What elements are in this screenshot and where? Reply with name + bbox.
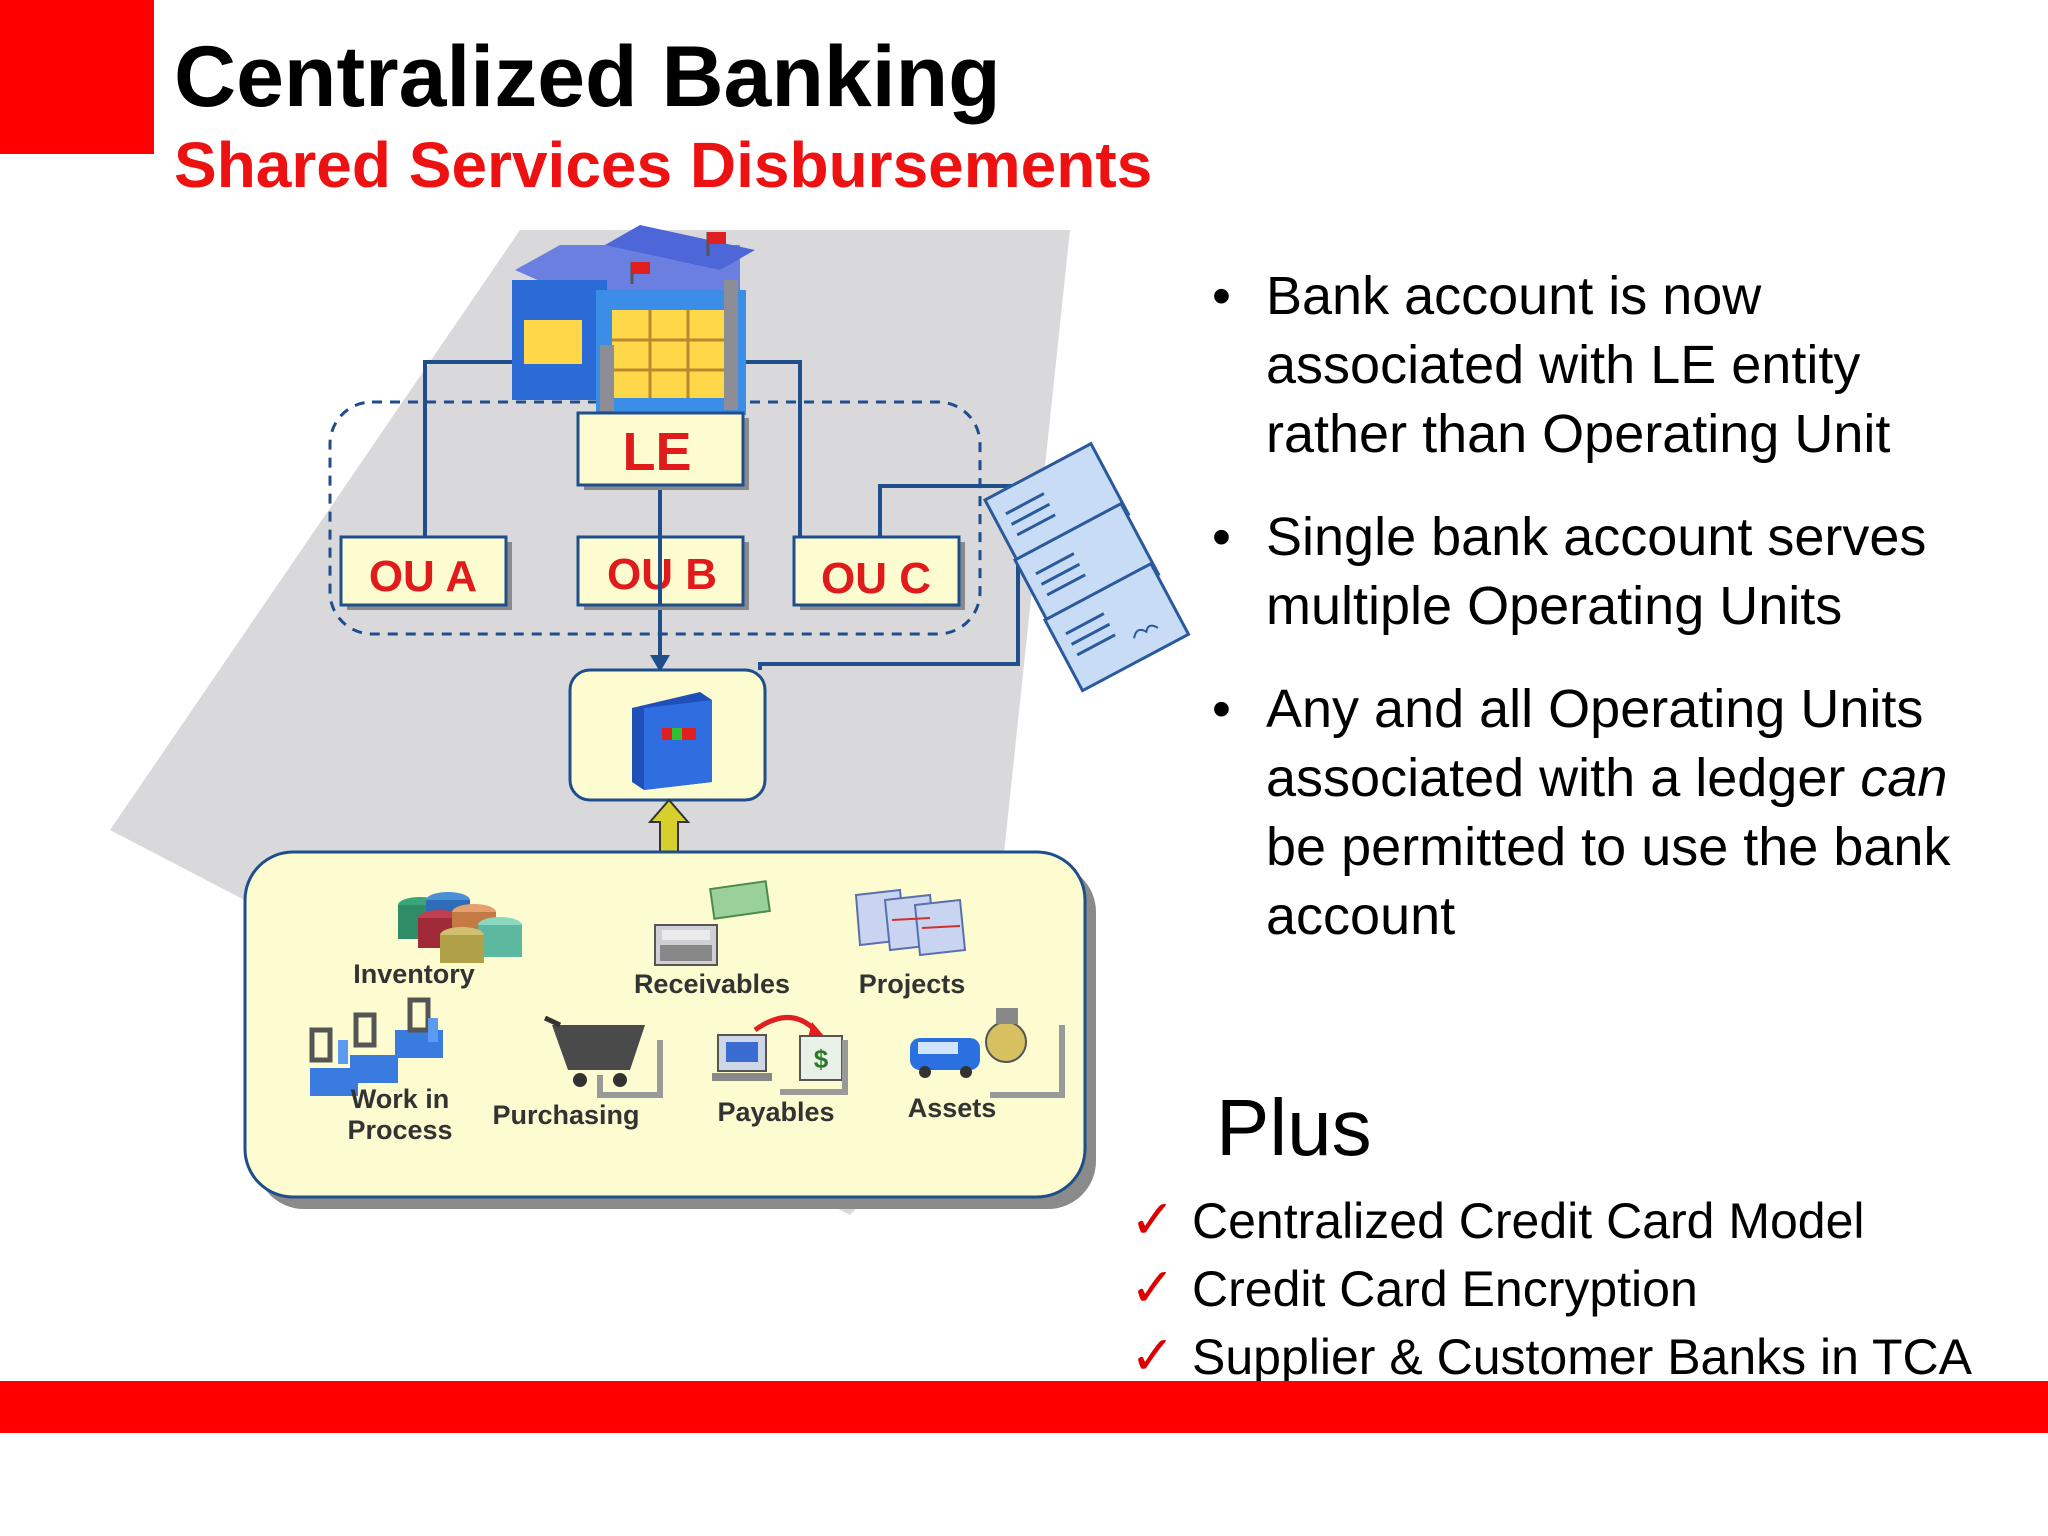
checkmark-icon: ✓ — [1130, 1256, 1176, 1319]
slide-title: Centralized Banking — [174, 29, 1001, 125]
purchasing-cart-icon — [543, 1015, 663, 1098]
work-in-process-label-line2: Process — [347, 1115, 452, 1145]
plus-heading: Plus — [1216, 1083, 1372, 1172]
inventory-icon — [398, 892, 522, 963]
centralized-banking-diagram: LE OU A OU B OU C — [110, 225, 1191, 1215]
ledger-box — [568, 668, 767, 802]
checks-icon — [982, 441, 1191, 693]
checklist-item-text: Centralized Credit Card Model — [1192, 1193, 1865, 1249]
checklist-item: ✓ Credit Card Encryption — [1130, 1256, 1698, 1319]
le-box: LE — [576, 411, 749, 490]
checklist-item-text: Supplier & Customer Banks in TCA — [1192, 1329, 1972, 1385]
projects-icon — [854, 888, 967, 957]
ou-c-box: OU C — [792, 535, 965, 610]
inventory-label: Inventory — [353, 959, 475, 989]
bullet-text: be permitted to use the bank account — [1266, 817, 1951, 946]
bullet-dot-icon: • — [1212, 507, 1231, 567]
le-label: LE — [622, 422, 691, 482]
bullet-item: • Single bank account serves multiple Ope… — [1212, 503, 2012, 641]
dollar-sign-icon: $ — [814, 1044, 829, 1074]
checkmark-icon: ✓ — [1130, 1188, 1176, 1251]
ou-b-box: OU B — [576, 535, 749, 610]
bullet-item: • Any and all Operating Units associated … — [1212, 675, 2012, 951]
assets-icon — [910, 1008, 1065, 1098]
bullet-text: can — [1860, 748, 1948, 808]
bullet-text: Bank account is now associated with LE e… — [1266, 266, 1891, 464]
red-corner-block — [0, 0, 154, 154]
bullet-dot-icon: • — [1212, 266, 1231, 326]
connector-building-ou-c — [742, 360, 802, 540]
checkmark-icon: ✓ — [1130, 1324, 1176, 1387]
payables-icon: $ — [712, 1015, 848, 1095]
receivables-label: Receivables — [634, 969, 790, 999]
bullet-item: • Bank account is now associated with LE … — [1212, 262, 2012, 469]
checklist-item: ✓ Supplier & Customer Banks in TCA — [1130, 1324, 1972, 1387]
modules-panel: Inventory Receivables Projects — [243, 850, 1096, 1209]
ou-a-box: OU A — [339, 535, 512, 610]
slide-subtitle: Shared Services Disbursements — [174, 129, 1153, 201]
bullet-list: • Bank account is now associated with LE … — [1212, 262, 2012, 985]
projects-label: Projects — [859, 969, 966, 999]
bullet-dot-icon: • — [1212, 679, 1231, 739]
work-in-process-label-line1: Work in — [351, 1084, 450, 1114]
building-icon — [512, 225, 755, 415]
bullet-text: Single bank account serves multiple Oper… — [1266, 507, 1927, 636]
payables-label: Payables — [717, 1097, 834, 1127]
ledger-book-icon — [632, 692, 712, 790]
receivables-icon — [654, 880, 771, 966]
connector-building-ou-a — [423, 360, 542, 540]
assets-label: Assets — [908, 1093, 997, 1123]
checklist-item-text: Credit Card Encryption — [1192, 1261, 1698, 1317]
bullet-text: Any and all Operating Units associated w… — [1266, 679, 1924, 808]
work-in-process-icon — [309, 997, 443, 1096]
purchasing-label: Purchasing — [492, 1100, 639, 1130]
ou-a-label: OU A — [369, 552, 477, 601]
checklist-item: ✓ Centralized Credit Card Model — [1130, 1188, 1865, 1251]
connector-checks — [758, 484, 1020, 670]
arrowhead-ledger — [650, 655, 670, 672]
bottom-red-bar — [0, 1381, 2048, 1433]
le-group-boundary — [328, 400, 982, 636]
ou-c-label: OU C — [821, 554, 931, 603]
